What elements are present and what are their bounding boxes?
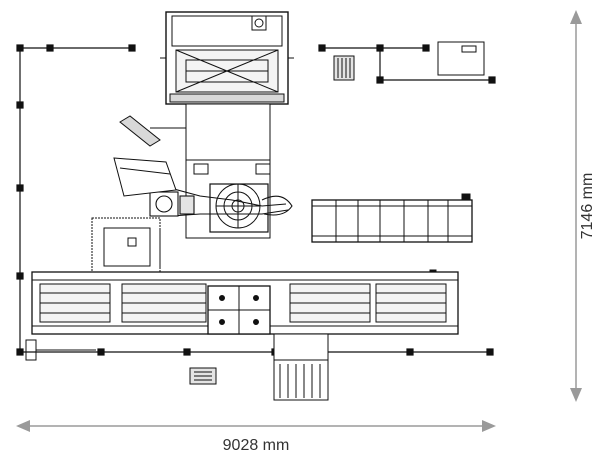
- machine-layout: [16, 11, 496, 401]
- height-dimension-label: 7146 mm: [579, 173, 596, 240]
- feed-chute: [113, 157, 177, 197]
- cylinder-unit: [119, 115, 186, 147]
- control-cabinet: [437, 41, 485, 76]
- robot-arm: [149, 187, 293, 217]
- width-dimension-label: 9028 mm: [223, 437, 290, 454]
- scrap-bin: [189, 367, 217, 385]
- auxiliary-conveyor: [311, 193, 473, 277]
- outfeed-chute: [273, 333, 329, 401]
- rotary-table: [209, 183, 269, 233]
- forming-station: [160, 11, 294, 105]
- width-dimension: [16, 420, 496, 432]
- height-dimension: [570, 10, 582, 402]
- pallet-station: [207, 285, 271, 335]
- safety-fence-left: [16, 44, 136, 356]
- conveyor-foot: [25, 339, 96, 361]
- operator-panel: [333, 55, 355, 81]
- infeed-hopper: [91, 217, 161, 275]
- safety-fence-right: [318, 44, 496, 84]
